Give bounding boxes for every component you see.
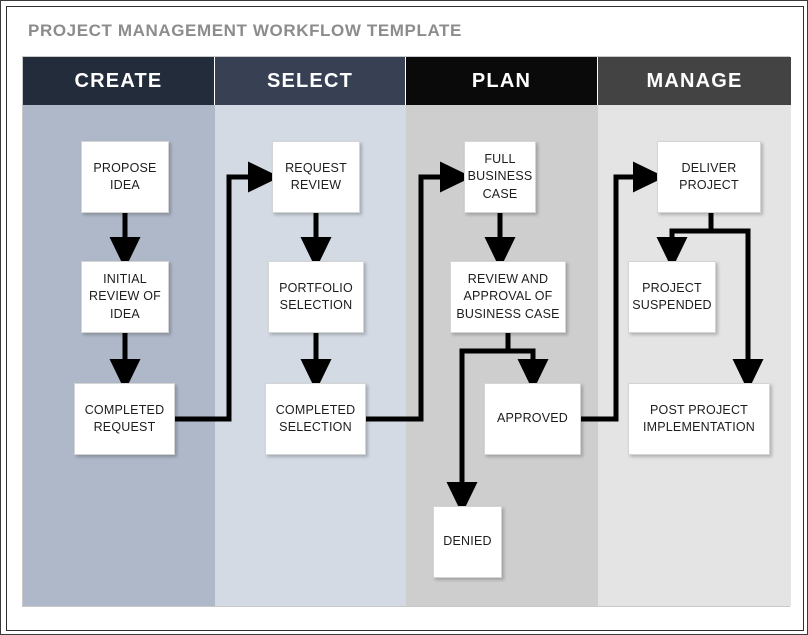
node-project-suspended[interactable]: PROJECT SUSPENDED [628, 261, 716, 333]
page-inner-frame: PROJECT MANAGEMENT WORKFLOW TEMPLATE CRE… [6, 6, 804, 631]
node-denied[interactable]: DENIED [433, 506, 502, 578]
node-initial-review[interactable]: INITIAL REVIEW OF IDEA [81, 261, 169, 333]
node-label-request-review: REQUEST REVIEW [285, 160, 347, 192]
node-completed-request[interactable]: COMPLETED REQUEST [74, 383, 175, 455]
node-label-review-approval: REVIEW AND APPROVAL OF BUSINESS CASE [456, 272, 560, 321]
column-header-create[interactable]: CREATE [23, 57, 215, 105]
node-full-business-case[interactable]: FULL BUSINESS CASE [464, 141, 536, 213]
column-header-manage[interactable]: MANAGE [598, 57, 791, 105]
node-label-deliver-project: DELIVER PROJECT [679, 160, 739, 192]
node-deliver-project[interactable]: DELIVER PROJECT [657, 141, 761, 213]
node-portfolio-selection[interactable]: PORTFOLIO SELECTION [268, 261, 364, 333]
node-label-denied: DENIED [443, 534, 492, 549]
node-label-post-implementation: POST PROJECT IMPLEMENTATION [642, 402, 756, 434]
node-label-project-suspended: PROJECT SUSPENDED [632, 280, 712, 312]
node-request-review[interactable]: REQUEST REVIEW [272, 141, 360, 213]
node-label-propose-idea: PROPOSE IDEA [93, 160, 157, 192]
node-label-approved: APPROVED [496, 411, 569, 426]
node-review-approval[interactable]: REVIEW AND APPROVAL OF BUSINESS CASE [450, 261, 566, 333]
node-label-completed-selection: COMPLETED SELECTION [275, 402, 356, 434]
node-label-full-business-case: FULL BUSINESS CASE [467, 152, 533, 201]
node-propose-idea[interactable]: PROPOSE IDEA [81, 141, 169, 213]
column-header-select[interactable]: SELECT [215, 57, 406, 105]
node-post-implementation[interactable]: POST PROJECT IMPLEMENTATION [628, 383, 770, 455]
node-label-initial-review: INITIAL REVIEW OF IDEA [89, 272, 161, 321]
node-label-portfolio-selection: PORTFOLIO SELECTION [279, 280, 353, 312]
node-label-completed-request: COMPLETED REQUEST [84, 402, 165, 434]
node-approved[interactable]: APPROVED [484, 383, 581, 455]
column-header-plan[interactable]: PLAN [406, 57, 598, 105]
page-title: PROJECT MANAGEMENT WORKFLOW TEMPLATE [28, 21, 462, 40]
node-completed-selection[interactable]: COMPLETED SELECTION [265, 383, 366, 455]
